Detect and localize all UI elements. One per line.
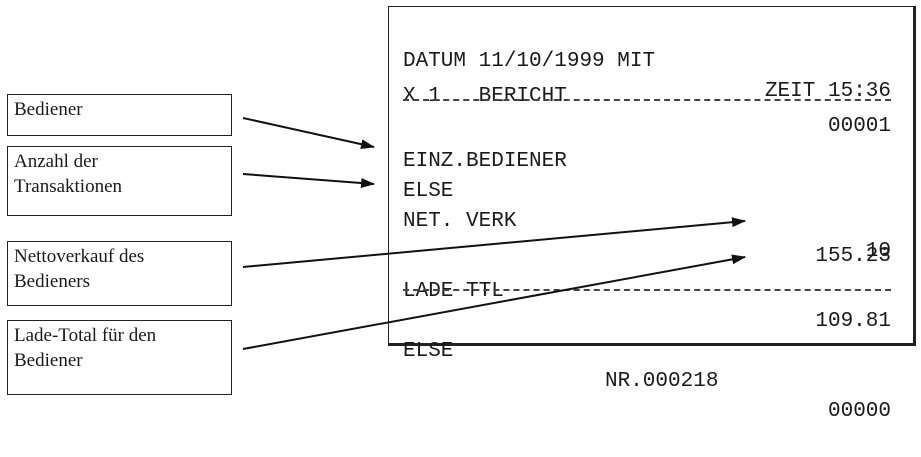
receipt-transaction-count: 10 xyxy=(865,240,891,263)
receipt-net-sales-amount-line: 155.23 xyxy=(403,212,891,268)
receipt-time-label: ZEIT xyxy=(764,80,816,103)
label-operator-drawer-total: Lade-Total für den Bediener xyxy=(7,320,232,395)
receipt-date-group: DATUM 11/10/1999 MIT xyxy=(403,47,655,77)
receipt-footer-counter: 00000 xyxy=(827,400,891,423)
receipt-report-line: X 1 BERICHT 00001 xyxy=(403,52,891,138)
receipt-footer-line: ELSE NR.000218 00000 xyxy=(403,307,891,423)
receipt-time-group: ZEIT 15:36 xyxy=(765,77,891,107)
receipt-net-sales-amount: 155.23 xyxy=(815,245,891,268)
receipt-time: 15:36 xyxy=(827,80,891,103)
receipt-divider-top xyxy=(403,99,891,101)
receipt-report-number: 00001 xyxy=(827,115,891,138)
receipt-weekday: MIT xyxy=(617,50,656,73)
receipt-operator-name: ELSE xyxy=(403,180,454,203)
receipt-drawer-total-label: LADE TTL xyxy=(403,280,504,303)
receipt-report-type: X 1 xyxy=(403,85,441,108)
receipt-net-sales-line: NET. VERK 10 xyxy=(403,177,891,263)
receipt-divider-bottom xyxy=(403,289,891,291)
receipt-date: 11/10/1999 xyxy=(478,50,605,73)
receipt-report-name: BERICHT xyxy=(478,85,567,108)
arrow-operator xyxy=(242,117,375,150)
receipt-drawer-total-amount: 109.81 xyxy=(815,310,891,333)
receipt-header-line: DATUM 11/10/1999 MIT ZEIT 15:36 xyxy=(403,17,891,103)
arrow-transaction-count xyxy=(242,173,375,188)
receipt-operator-line: ELSE xyxy=(403,147,891,203)
label-operator-net-sales: Nettoverkauf des Bedieners xyxy=(7,241,232,306)
receipt-drawer-total-line: LADE TTL 109.81 xyxy=(403,247,891,333)
label-operator: Bediener xyxy=(7,94,232,136)
receipt-footer-serial: NR.000218 xyxy=(605,370,719,393)
receipt-printout: DATUM 11/10/1999 MIT ZEIT 15:36 X 1 BERI… xyxy=(388,6,916,423)
receipt-section-title: EINZ.BEDIENER xyxy=(403,150,567,173)
receipt-footer-operator: ELSE xyxy=(403,340,454,363)
receipt-section-line: EINZ.BEDIENER xyxy=(403,117,891,173)
receipt-date-label: DATUM xyxy=(403,50,467,73)
label-transaction-count: Anzahl der Transaktionen xyxy=(7,146,232,216)
receipt-report-group: X 1 BERICHT xyxy=(403,82,567,112)
